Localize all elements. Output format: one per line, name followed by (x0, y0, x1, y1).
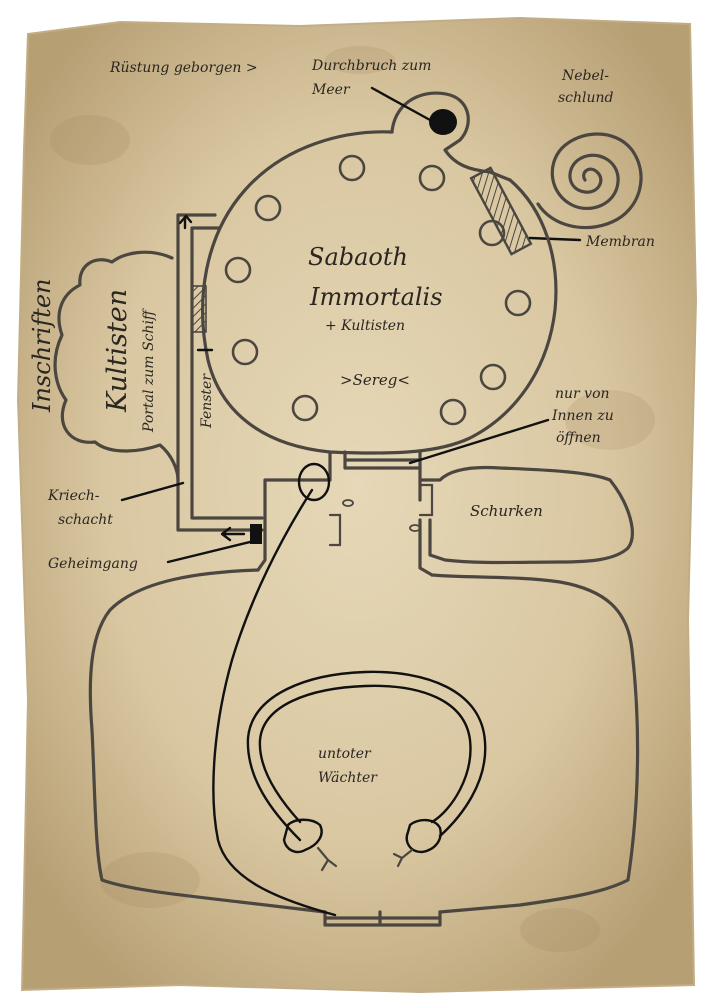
label-waechter-2: Wächter (318, 770, 378, 786)
label-kultisten-plus: + Kultisten (325, 318, 405, 334)
pillar (224, 256, 252, 284)
inside-door-pointer (408, 418, 550, 465)
secret-passage-arrow (220, 526, 246, 542)
label-innen-3: öffnen (556, 430, 601, 446)
cavern-entrance (323, 910, 442, 927)
label-immortalis: Immortalis (309, 283, 443, 311)
door-handle (342, 499, 354, 507)
label-portal: Portal zum Schiff (141, 308, 157, 433)
label-sereg: >Sereg< (340, 371, 410, 389)
label-schurken: Schurken (470, 502, 543, 520)
crawl-shaft-pointer (120, 481, 185, 502)
label-sabaoth: Sabaoth (308, 243, 408, 271)
pillar (439, 398, 467, 426)
pillar (291, 394, 319, 422)
label-kriech-2: schacht (58, 512, 113, 528)
pillar (338, 154, 366, 182)
pillar (479, 363, 507, 391)
sea-breach-hole (429, 109, 457, 135)
label-geheimgang: Geheimgang (48, 556, 138, 572)
serpent-head-left (282, 818, 323, 854)
start-marker (297, 462, 331, 502)
label-durchbruch-1: Durchbruch zum (311, 58, 431, 74)
label-inschriften: Inschriften (28, 279, 56, 414)
door-handle (409, 524, 421, 532)
serpent-guardian (246, 670, 487, 842)
sea-breach-wall (390, 91, 512, 182)
label-kriech-1: Kriech- (47, 488, 100, 504)
cultists-chamber-wall (53, 250, 180, 482)
label-durchbruch-2: Meer (311, 82, 351, 98)
serpent-tongue-right (392, 848, 414, 868)
label-innen-2: Innen zu (551, 408, 614, 424)
label-fenster: Fenster (199, 373, 215, 429)
parchment-stains (50, 46, 655, 952)
pillar (504, 289, 532, 317)
east-door (328, 513, 342, 547)
label-ruestung: Rüstung geborgen > (109, 60, 258, 76)
label-membran: Membran (585, 234, 655, 250)
pillar (418, 164, 446, 192)
scoundrels-door (418, 483, 434, 517)
pillars (224, 154, 532, 426)
pillar (478, 219, 506, 247)
window-hatch (191, 285, 207, 333)
label-innen-1: nur von (555, 386, 610, 402)
lower-cavern-wall (88, 568, 640, 914)
route-line (212, 488, 337, 917)
scoundrels-room-wall (418, 465, 634, 565)
label-waechter-1: untoter (318, 746, 372, 762)
secret-passage (250, 524, 262, 544)
shaft-arrow (178, 214, 193, 230)
label-nebel-1: Nebel- (561, 68, 609, 84)
membrane-pointer (528, 236, 582, 242)
parchment-background (16, 16, 698, 994)
pillar (231, 338, 259, 366)
membrane-wall (469, 166, 533, 256)
durchbruch-pointer (370, 86, 432, 122)
label-kultisten: Kultisten (102, 289, 133, 413)
pillar (254, 194, 282, 222)
fog-abyss-spiral (536, 132, 643, 230)
serpent-tongue-left (316, 846, 338, 872)
secret-passage-pointer (166, 538, 260, 564)
label-nebel-2: schlund (558, 90, 614, 106)
crawl-shaft (176, 213, 264, 532)
serpent-head-right (405, 818, 442, 854)
main-hall-wall (201, 130, 558, 455)
